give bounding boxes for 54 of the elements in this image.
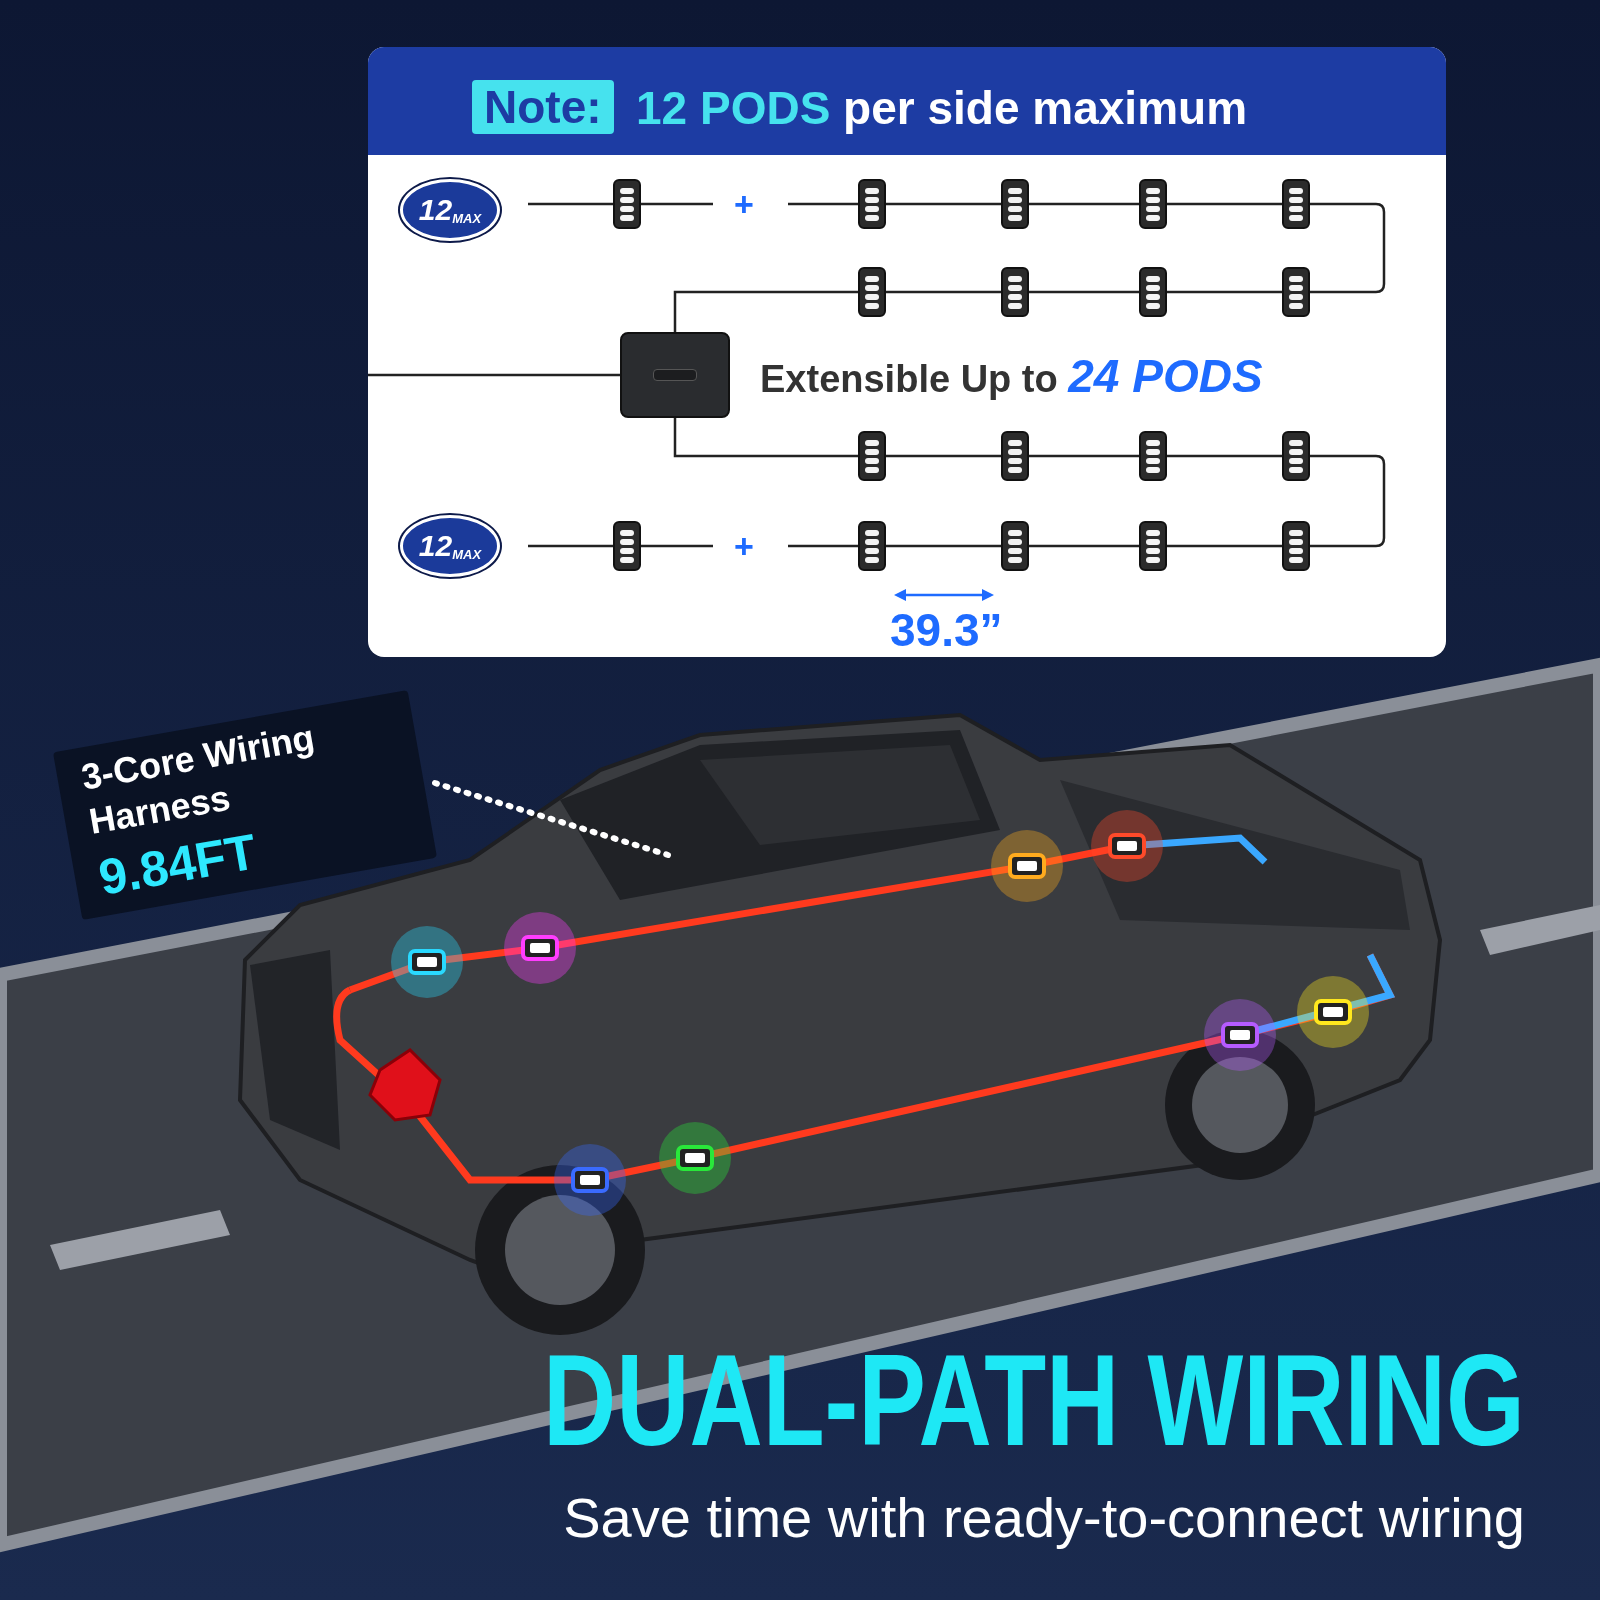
light-pod (1139, 267, 1167, 317)
light-pod (858, 179, 886, 229)
cable (673, 290, 858, 332)
cable (886, 202, 1001, 206)
note-tag: Note: (472, 80, 614, 134)
dimension-text: 39.3” (890, 607, 1003, 653)
light-pod (1001, 179, 1029, 229)
cable (1029, 544, 1139, 548)
max-count-text: 12$_{MAX}$ (418, 195, 482, 225)
cable (528, 544, 613, 548)
light-pod (1282, 267, 1310, 317)
oval-badge (400, 515, 500, 577)
light-pod (1139, 179, 1167, 229)
cable (1167, 454, 1282, 458)
cable (788, 544, 858, 548)
light-pod (1282, 431, 1310, 481)
plus-sign: + (734, 187, 754, 221)
light-pod (613, 521, 641, 571)
light-pod (1001, 267, 1029, 317)
cable (641, 544, 713, 548)
cable (1167, 544, 1282, 548)
cable (1167, 290, 1282, 294)
cable (1029, 290, 1139, 294)
extensible-text: Extensible Up to 24 PODS (760, 353, 1263, 399)
light-pod (613, 179, 641, 229)
cable (1029, 454, 1139, 458)
max-count-text: 12$_{MAX}$ (418, 531, 482, 561)
controller-box (620, 332, 730, 418)
light-pod (858, 521, 886, 571)
light-pod (1001, 431, 1029, 481)
light-pod (1282, 521, 1310, 571)
cable (673, 418, 858, 458)
cable (368, 373, 620, 377)
cable (1167, 202, 1282, 206)
cable (1029, 202, 1139, 206)
headline-text: DUAL-PATH WIRING (543, 1335, 1525, 1465)
cable (788, 202, 858, 206)
light-pod (1001, 521, 1029, 571)
cable (528, 202, 613, 206)
light-pod (858, 431, 886, 481)
cable (886, 544, 1001, 548)
leader-line (432, 780, 671, 858)
light-pod (1139, 431, 1167, 481)
plus-sign: + (734, 529, 754, 563)
cable (886, 290, 1001, 294)
cable (886, 454, 1001, 458)
cable (641, 202, 713, 206)
light-pod (1282, 179, 1310, 229)
oval-badge (400, 179, 500, 241)
cable (1310, 454, 1386, 548)
title-text: 12 PODS per side maximum (636, 81, 1248, 136)
cable (1310, 202, 1386, 294)
light-pod (858, 267, 886, 317)
light-pod (1139, 521, 1167, 571)
